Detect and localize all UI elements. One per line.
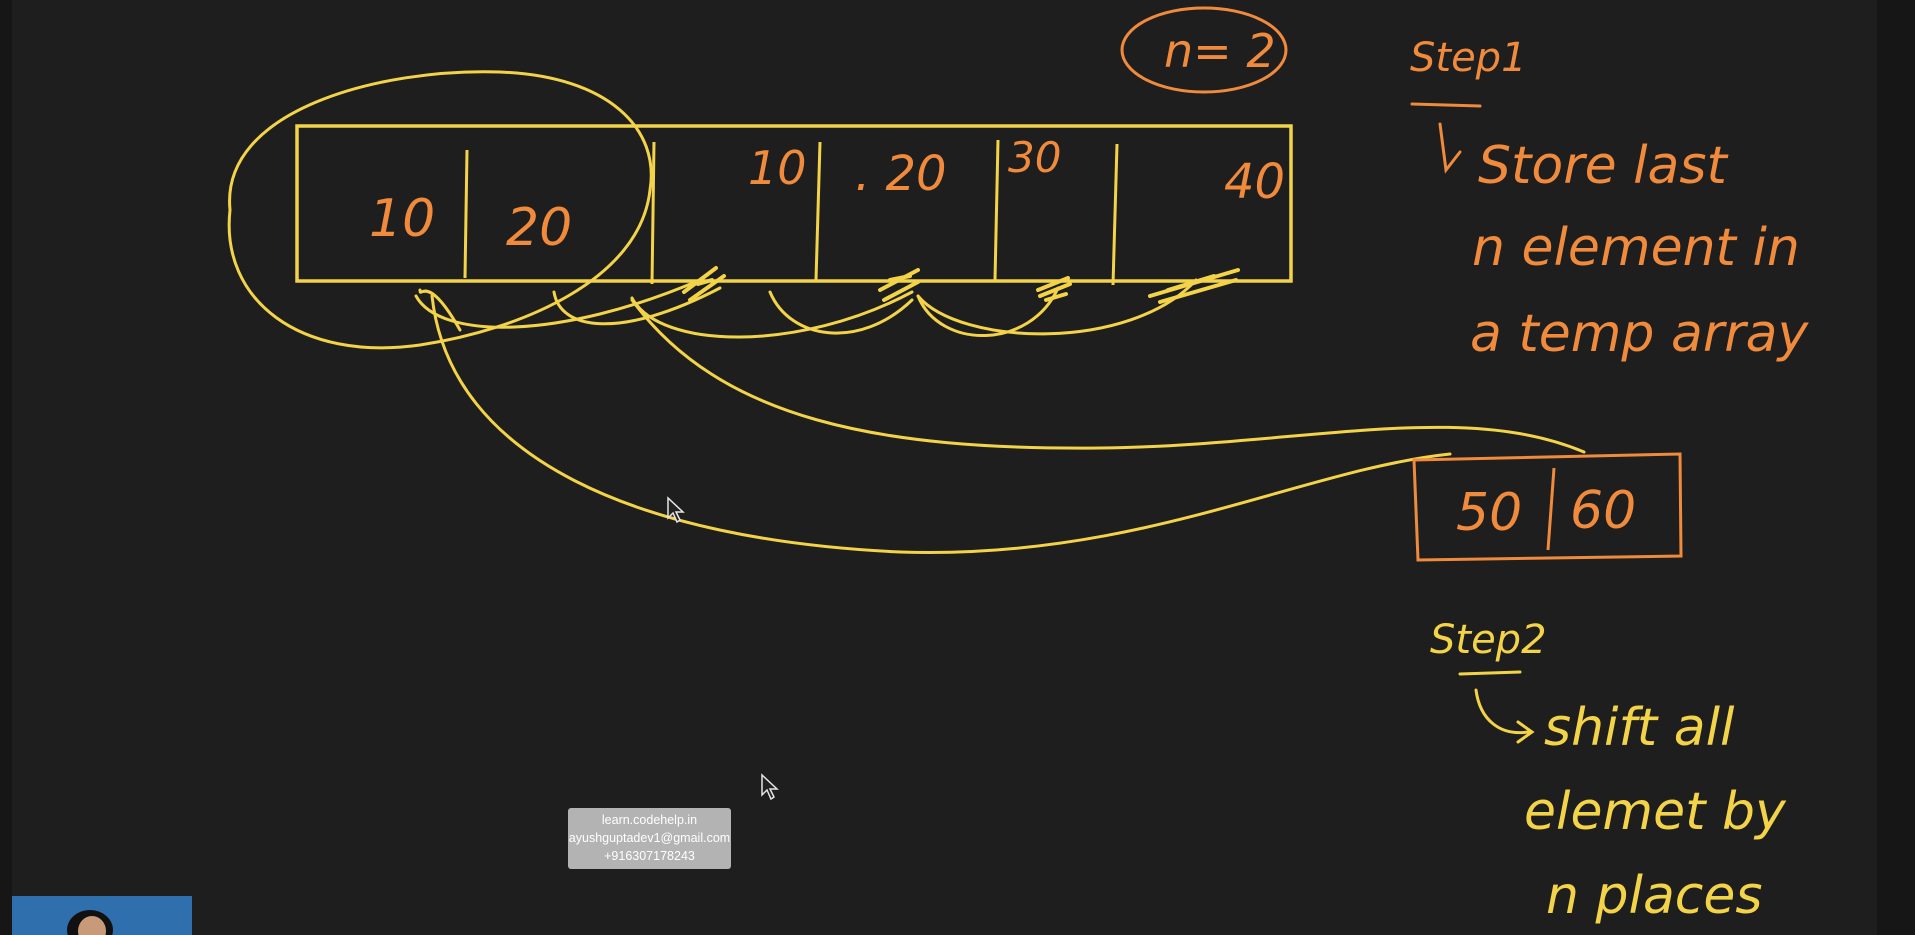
- webcam-thumbnail: [12, 896, 192, 935]
- step2-title: Step2: [1430, 617, 1547, 663]
- left-edge-strip: [0, 0, 12, 935]
- main-array-dividers: [463, 139, 1119, 286]
- watermark-email: ayushguptadev1@gmail.com: [568, 831, 731, 845]
- temp-array-divider: [1546, 467, 1556, 551]
- right-edge-strip: [1877, 0, 1915, 935]
- cell-value: 30: [1008, 133, 1061, 182]
- cell-value: 10: [748, 141, 807, 195]
- step1-title: Step1: [1410, 35, 1527, 81]
- temp-array-curves: [430, 294, 1586, 555]
- cell-value: 40: [1224, 154, 1285, 210]
- step2-line: shift all: [1544, 698, 1735, 758]
- temp-array-box: [1412, 452, 1683, 562]
- step2-decor: [1458, 670, 1535, 744]
- step1-line: a temp array: [1470, 304, 1809, 364]
- cell-value: 10: [369, 189, 435, 249]
- step1-line: n element in: [1472, 218, 1800, 278]
- presenter-face: [78, 916, 106, 935]
- step2-line: n places: [1546, 866, 1763, 926]
- cross-out-marks: [682, 266, 1240, 304]
- main-array-values: 10 20 10 . 20 30 40: [369, 133, 1285, 258]
- watermark-box: learn.codehelp.in ayushguptadev1@gmail.c…: [568, 808, 731, 869]
- n-note-text: n= 2: [1164, 24, 1276, 78]
- step2-line: elemet by: [1524, 782, 1786, 842]
- temp-array-values: 50 60: [1456, 481, 1636, 543]
- cell-value: 50: [1456, 483, 1522, 543]
- step1-decor: [1410, 102, 1482, 174]
- cell-value: 60: [1570, 481, 1636, 541]
- cell-value: 20: [506, 198, 572, 258]
- main-array-box: [295, 124, 1293, 283]
- shift-arcs: [414, 278, 1198, 339]
- cell-value: . 20: [855, 146, 947, 202]
- n-note-ellipse: [1120, 6, 1288, 94]
- watermark-phone: +916307178243: [604, 849, 695, 863]
- mouse-pointer-icon: [761, 773, 779, 801]
- mouse-pointer-icon: [667, 496, 685, 524]
- circle-first-two-cells: [227, 70, 653, 350]
- step1-line: Store last: [1478, 136, 1727, 196]
- watermark-site: learn.codehelp.in: [601, 813, 698, 827]
